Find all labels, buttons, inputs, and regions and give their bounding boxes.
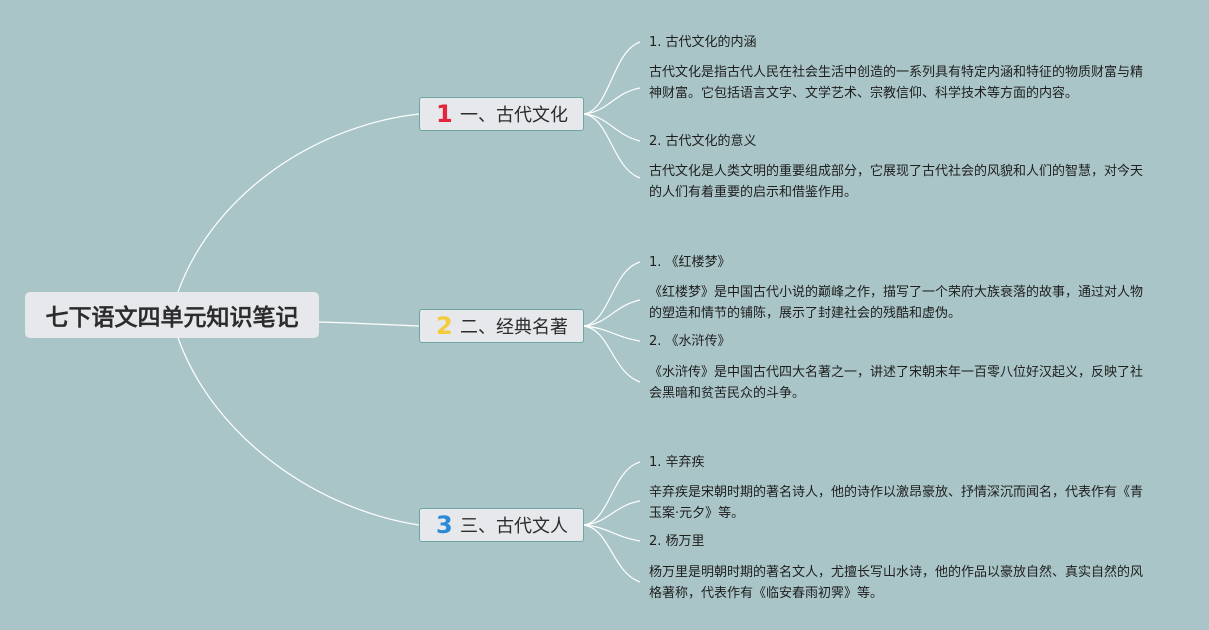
branch1-link-b1 [583,87,641,115]
branch2-link-b2 [583,325,641,383]
branch-label: 一、古代文化 [460,105,568,126]
branch2-link-h2 [583,325,641,342]
root-link-1 [177,113,420,293]
branch1-link-b2 [583,113,641,179]
leaf-heading[interactable]: 1. 辛弃疾 [649,455,705,470]
number-badge-2: 2 [436,312,453,340]
leaf-body[interactable]: 古代文化是人类文明的重要组成部分，它展现了古代社会的风貌和人们的智慧，对今天的人… [649,164,1144,200]
leaf-heading[interactable]: 1. 古代文化的内涵 [649,35,757,50]
branch-label: 二、经典名著 [460,317,568,338]
root-title: 七下语文四单元知识笔记 [45,305,299,331]
leaf-body[interactable]: 杨万里是明朝时期的著名文人，尤擅长写山水诗，他的作品以豪放自然、真实自然的风格著… [649,565,1144,601]
leaf-heading[interactable]: 1. 《红楼梦》 [649,255,731,270]
branch3-link-b2 [583,524,641,583]
leaf-heading[interactable]: 2. 《水浒传》 [649,334,731,349]
leaf-heading[interactable]: 2. 古代文化的意义 [649,134,757,149]
leaf-body[interactable]: 《水浒传》是中国古代四大名著之一，讲述了宋朝末年一百零八位好汉起义，反映了社会黑… [649,365,1144,401]
branch1-link-h1 [583,41,641,115]
branch2-link-b1 [583,299,641,327]
branch3-link-h1 [583,461,641,526]
branch-ancient-culture[interactable]: 1 一、古代文化 [419,97,584,131]
root-node[interactable]: 七下语文四单元知识笔记 [25,292,319,338]
branch2-link-h1 [583,261,641,327]
root-link-3 [177,337,420,526]
leaf-heading[interactable]: 2. 杨万里 [649,534,705,549]
branch-ancient-scholars[interactable]: 3 三、古代文人 [419,508,584,542]
branch-label: 三、古代文人 [460,516,568,537]
leaf-body[interactable]: 古代文化是指古代人民在社会生活中创造的一系列具有特定内涵和特征的物质财富与精神财… [649,65,1144,101]
leaf-body[interactable]: 《红楼梦》是中国古代小说的巅峰之作，描写了一个荣府大族衰落的故事，通过对人物的塑… [649,285,1144,321]
branch1-link-h2 [583,113,641,142]
leaf-body[interactable]: 辛弃疾是宋朝时期的著名诗人，他的诗作以激昂豪放、抒情深沉而闻名，代表作有《青玉案… [649,485,1144,521]
branch-classic-works[interactable]: 2 二、经典名著 [419,309,584,343]
branch3-link-h2 [583,524,641,542]
root-link-2 [318,321,420,327]
number-badge-1: 1 [436,100,453,128]
branch3-link-b1 [583,500,641,526]
number-badge-3: 3 [436,511,453,539]
